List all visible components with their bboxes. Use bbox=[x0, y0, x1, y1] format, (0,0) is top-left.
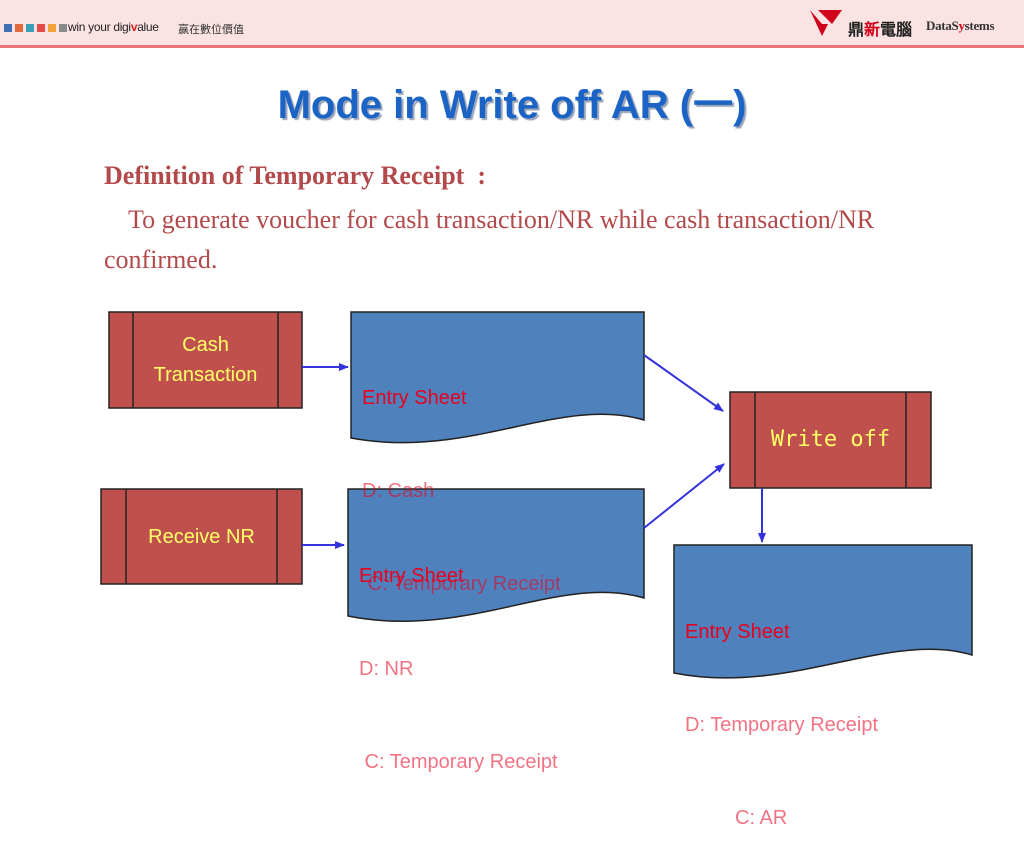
logo-cn-part: 鼎 bbox=[848, 20, 865, 39]
entry-nr-text: Entry Sheet D: NR C: Temporary Receipt bbox=[359, 499, 558, 809]
definition-body: To generate voucher for cash transaction… bbox=[104, 205, 875, 274]
entry-cash-title: Entry Sheet bbox=[362, 387, 467, 409]
logo-en-part: y bbox=[958, 18, 965, 33]
entry-ar-credit: C: AR bbox=[685, 807, 788, 829]
cash-transaction-label: Cash Transaction bbox=[133, 312, 278, 408]
tagline-v: v bbox=[130, 20, 138, 34]
entry-ar-title: Entry Sheet bbox=[685, 621, 790, 643]
brand-squares bbox=[4, 24, 67, 32]
logo-cn-part: 電腦 bbox=[880, 20, 913, 39]
brand-square bbox=[48, 24, 56, 32]
cash-transaction-line1: Cash bbox=[182, 334, 229, 356]
document-entry-cash bbox=[350, 311, 645, 444]
tagline-start: win your digi bbox=[68, 20, 131, 34]
process-write-off bbox=[729, 391, 932, 489]
brand-tagline: win your digivalue bbox=[68, 20, 159, 34]
logo-en-part: DataS bbox=[926, 18, 959, 33]
logo-cn-part: 新 bbox=[864, 20, 881, 39]
flow-diagram bbox=[100, 311, 973, 679]
company-logo-icon bbox=[810, 10, 842, 36]
definition-heading: Definition of Temporary Receipt : bbox=[104, 161, 487, 190]
write-off-label: Write off bbox=[770, 427, 891, 452]
tagline-end: alue bbox=[137, 20, 159, 34]
receive-nr-label: Receive NR bbox=[148, 525, 255, 548]
logo-en-part: stems bbox=[964, 18, 995, 33]
process-receive-nr bbox=[100, 488, 303, 585]
arrow-entry-nr-to-writeoff bbox=[643, 463, 725, 529]
entry-ar-text: Entry Sheet D: Temporary Receipt C: AR bbox=[685, 555, 878, 865]
process-cash-transaction bbox=[108, 311, 303, 409]
slide-title: Mode in Write off AR (一) bbox=[277, 83, 747, 127]
brand-square bbox=[4, 24, 12, 32]
header-bar bbox=[0, 0, 1024, 46]
entry-cash-text: Entry Sheet D: Cash C: Temporary Receipt bbox=[362, 321, 561, 631]
entry-ar-debit: D: Temporary Receipt bbox=[685, 714, 879, 736]
brand-square bbox=[37, 24, 45, 32]
cash-transaction-line2: Transaction bbox=[153, 364, 258, 386]
entry-cash-credit: C: Temporary Receipt bbox=[362, 573, 561, 595]
brand-square bbox=[15, 24, 23, 32]
brand-tagline-chinese: 赢在數位價值 bbox=[178, 23, 244, 36]
arrow-entry-cash-to-writeoff bbox=[643, 354, 724, 412]
entry-nr-debit: D: NR bbox=[359, 658, 414, 680]
brand-square bbox=[26, 24, 34, 32]
entry-nr-title: Entry Sheet bbox=[359, 565, 464, 587]
brand-square bbox=[59, 24, 67, 32]
entry-cash-debit: D: Cash bbox=[362, 480, 435, 502]
company-name-english: DataSystems bbox=[926, 18, 994, 34]
entry-nr-credit: C: Temporary Receipt bbox=[359, 751, 558, 773]
document-entry-ar bbox=[673, 544, 973, 679]
company-name-chinese: 鼎新電腦 bbox=[848, 16, 912, 40]
header-divider bbox=[0, 45, 1024, 48]
document-entry-nr bbox=[347, 488, 645, 623]
